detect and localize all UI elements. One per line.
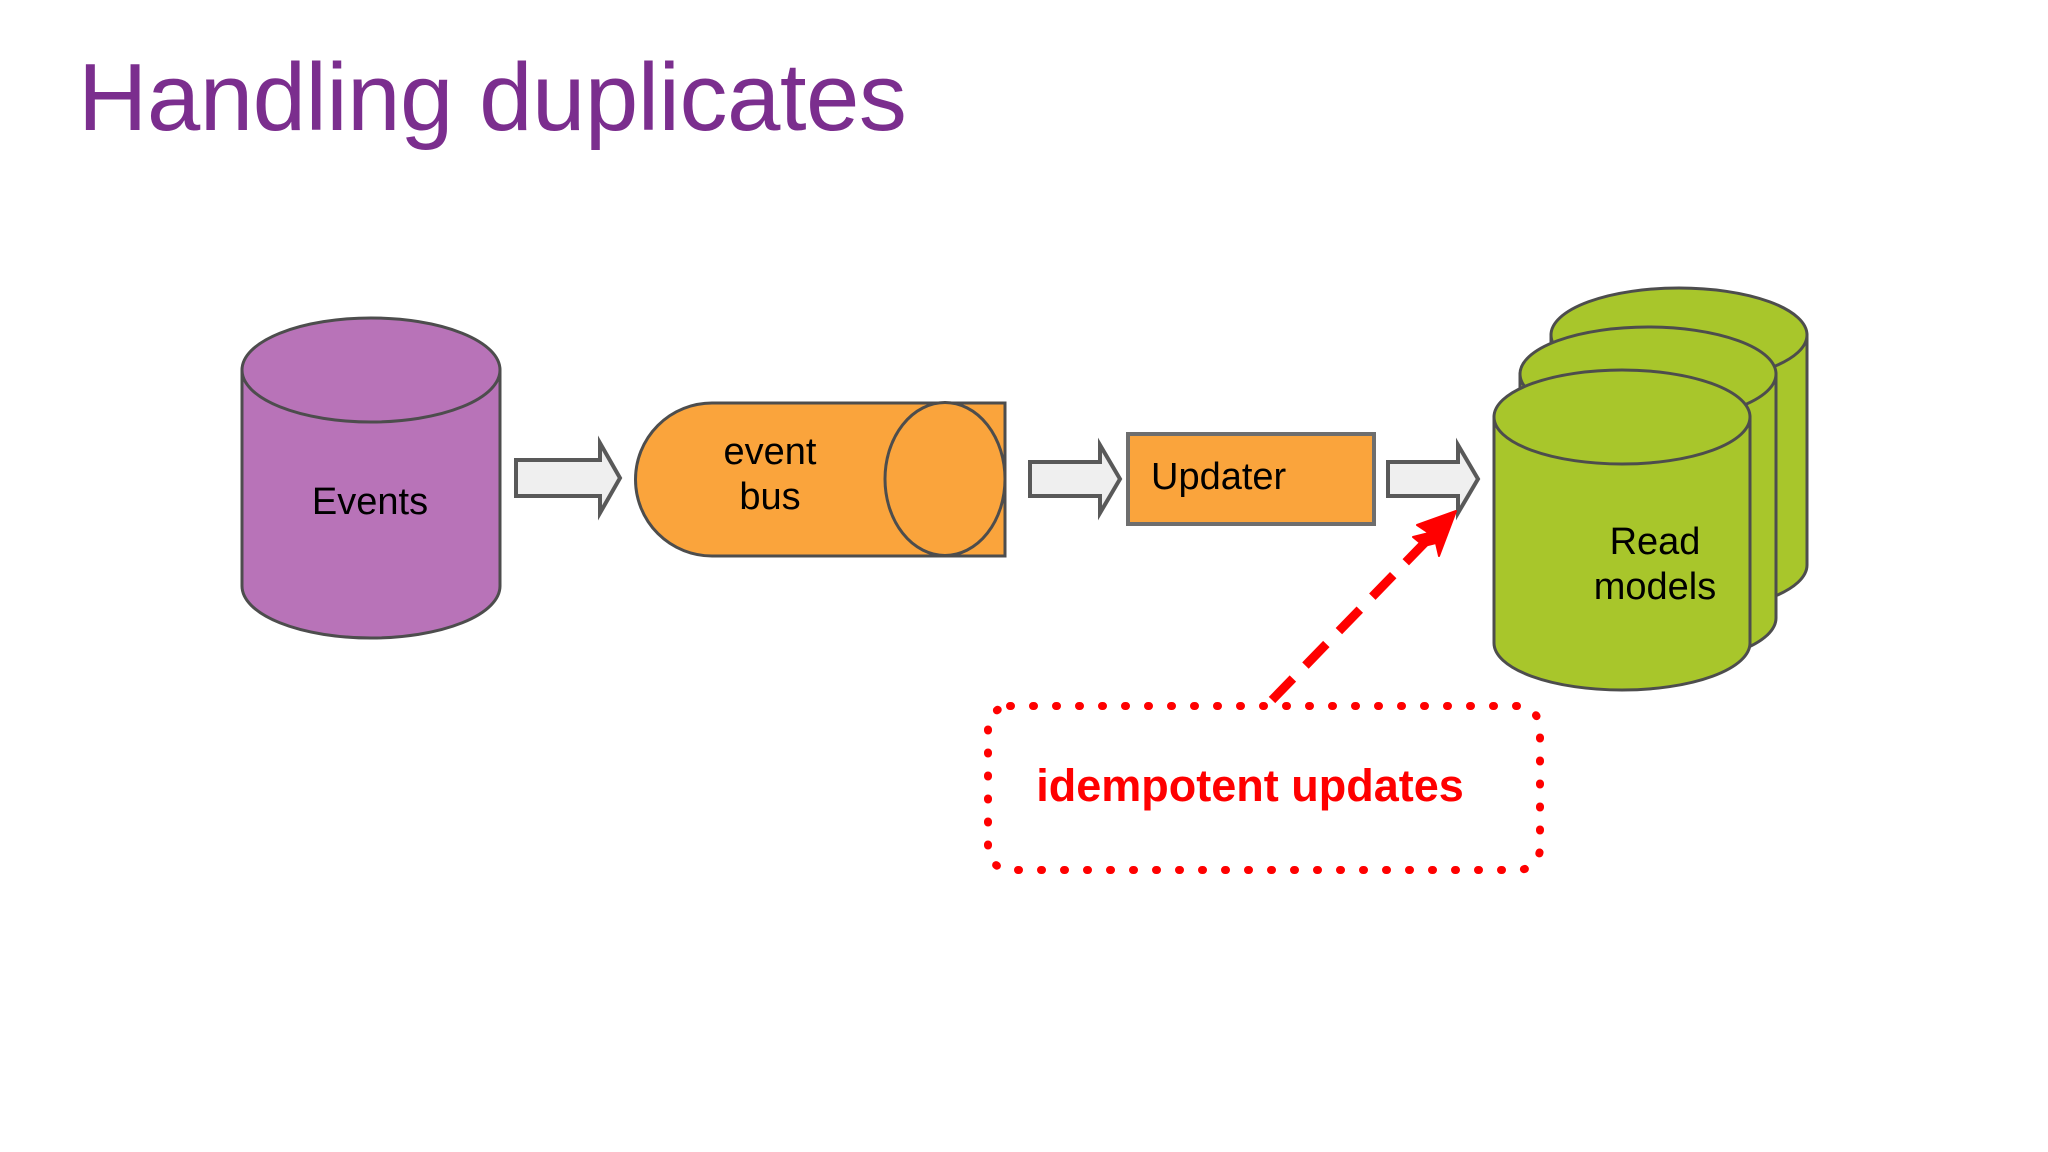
dashed-arrow-shaft [1268, 523, 1444, 704]
read-models-cylinders[interactable] [1492, 286, 1809, 692]
updater-rect [1126, 432, 1376, 526]
block-arrow-icon [1386, 437, 1481, 521]
event-bus-end-cap [883, 401, 1007, 557]
arrow-bus-to-updater[interactable] [1028, 437, 1123, 521]
updater-box[interactable] [1126, 432, 1376, 526]
idempotent-updates-pointer-arrow [1268, 510, 1457, 704]
events-cylinder[interactable] [240, 316, 502, 640]
arrow-updater-to-readmodels[interactable] [1386, 437, 1481, 521]
events-cylinder-body [240, 368, 502, 640]
arrow-events-to-bus[interactable] [514, 435, 623, 521]
idempotent-updates-callout-box[interactable] [984, 702, 1544, 874]
event-bus-cylinder[interactable] [634, 401, 1007, 558]
page-title: Handling duplicates [78, 44, 907, 151]
read-models-cylinder-front-body [1492, 415, 1752, 692]
dashed-arrow-head [1412, 510, 1457, 557]
callout-dotted-border [984, 702, 1544, 874]
block-arrow-icon [514, 435, 623, 521]
events-cylinder-top [240, 316, 502, 424]
block-arrow-icon [1028, 437, 1123, 521]
read-models-cylinder-front-top [1492, 368, 1752, 466]
